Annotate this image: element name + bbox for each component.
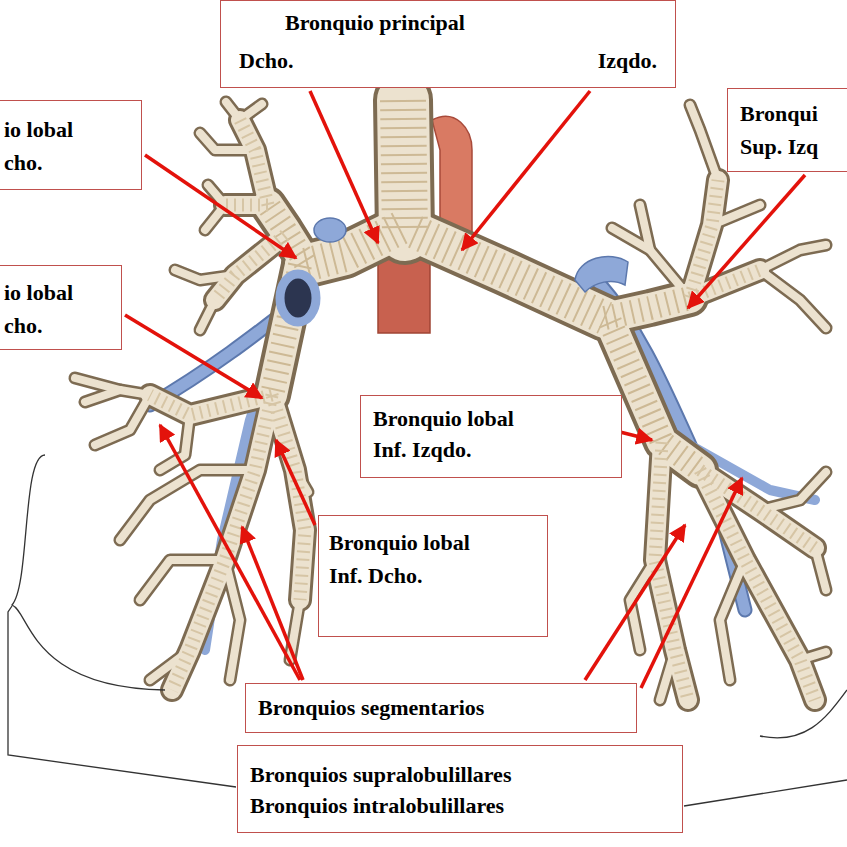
cartilage-rings [150, 120, 815, 700]
cartilage-rings [305, 228, 605, 318]
leader-line [684, 780, 847, 806]
callout-box: io lobal cho. [0, 265, 122, 350]
callout-label: io lobal cho. [4, 276, 96, 342]
leader-arrow [310, 91, 378, 243]
leader-arrow [620, 432, 652, 440]
callout-label: Bronquio principal [285, 9, 465, 37]
callout-label: Dcho. [239, 47, 293, 75]
curly-bracket [12, 455, 165, 690]
callout-label: io lobal cho. [4, 113, 96, 179]
bronchus-outline [305, 228, 605, 318]
callout-label: Bronquios segmentarios [258, 694, 484, 722]
leader-arrow [585, 525, 685, 680]
airway-tree [75, 100, 826, 700]
cartilage-rings [268, 205, 700, 470]
leader-arrow [125, 315, 262, 398]
bronchus-outline [75, 102, 826, 700]
leader-arrow [688, 175, 805, 308]
vessel-section [314, 218, 346, 242]
callout-box: Bronquios segmentarios [245, 683, 637, 733]
bronchus-fill [75, 102, 826, 700]
leader-arrow [641, 478, 742, 688]
leader-arrow [242, 527, 303, 680]
bronchus-fill [150, 120, 815, 700]
leader-arrows [125, 91, 805, 688]
pulmonary-artery [575, 256, 628, 292]
vessel-section [280, 274, 316, 322]
callout-label: Bronquio lobal Inf. Dcho. [329, 526, 489, 592]
callout-box: Bronquio lobal Inf. Izqdo. [360, 395, 622, 478]
callout-label: Izqdo. [598, 47, 657, 75]
bronchus-fill [305, 228, 605, 318]
callout-box: Bronquio principalDcho. Izqdo. [220, 0, 676, 88]
callout-box: io lobal cho. [0, 100, 142, 190]
bronchus-outline [150, 120, 815, 700]
cartilage-rings [403, 100, 405, 235]
callout-box: Bronqui Sup. Izq [727, 88, 847, 172]
leader-arrow [462, 91, 590, 250]
leader-arrow [145, 155, 296, 258]
callout-label: Bronquios supralobulillares [250, 760, 511, 791]
callout-box: Bronquios supralobulillaresBronquios int… [237, 745, 683, 833]
callout-box: Bronquio lobal Inf. Dcho. [318, 515, 548, 637]
curly-bracket [760, 690, 847, 738]
callout-label: Bronquios intralobulillares [250, 791, 504, 822]
leader-line [8, 606, 236, 787]
callout-label: Bronqui Sup. Izq [740, 97, 840, 163]
leader-arrow [160, 425, 300, 680]
leader-arrow [276, 440, 315, 525]
callout-label: Bronquio lobal Inf. Izqdo. [373, 404, 533, 466]
